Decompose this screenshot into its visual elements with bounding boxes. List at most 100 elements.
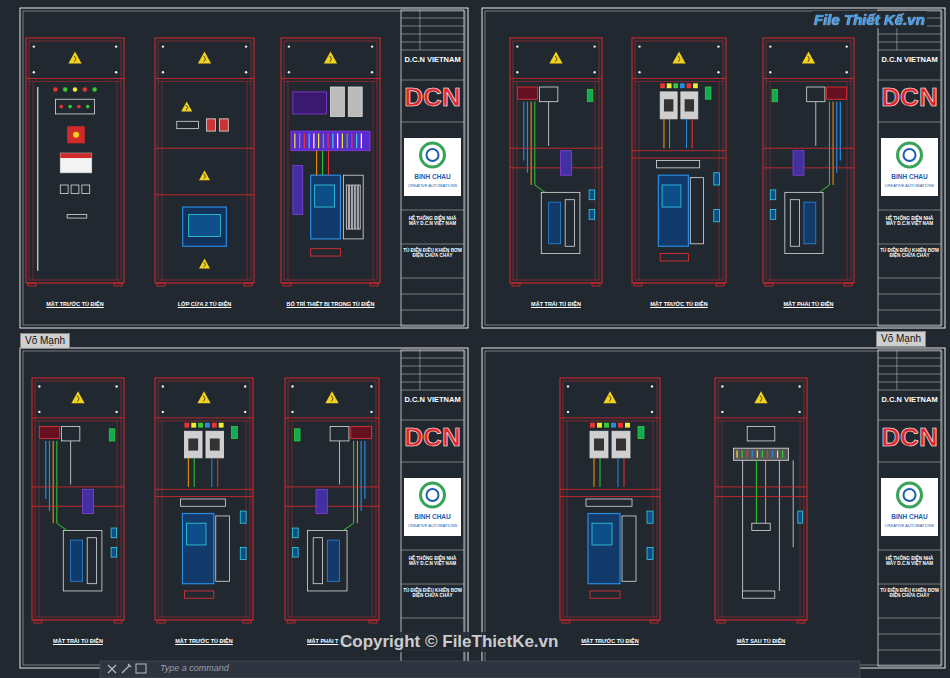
cabinet-line xyxy=(155,78,254,79)
indicator xyxy=(516,71,518,73)
title-text: HỆ THỐNG ĐIỆN NHÀ MÁY D.C.N VIỆT NAM xyxy=(880,216,939,227)
cabinet-part xyxy=(590,591,620,598)
cabinet-part xyxy=(718,381,804,617)
indicator xyxy=(73,132,79,138)
cabinet-drawing xyxy=(26,38,124,286)
cabinet-part xyxy=(351,426,372,438)
title-rule xyxy=(401,18,464,19)
cabinet-line xyxy=(560,496,660,497)
cabinet-part xyxy=(155,38,254,283)
cabinet-line xyxy=(342,134,343,149)
cabinet-part xyxy=(114,283,122,286)
cabinet-part xyxy=(157,283,165,286)
cabinet-line xyxy=(288,81,289,280)
cabinet-part xyxy=(844,283,852,286)
title-rule xyxy=(401,42,464,43)
cabinet-line xyxy=(517,81,518,280)
cabinet-part xyxy=(616,439,626,451)
cabinet-part xyxy=(763,38,854,283)
cabinet-part xyxy=(29,41,121,280)
cabinet-line xyxy=(523,102,524,161)
cabinet-line xyxy=(37,87,38,271)
warning-triangle xyxy=(603,391,616,403)
cabinet-part xyxy=(590,423,595,428)
cabinet-line xyxy=(510,167,602,168)
cabinet-line xyxy=(304,134,305,149)
title-rule xyxy=(401,278,464,279)
indicator xyxy=(244,385,246,387)
cabinet-line xyxy=(819,185,829,192)
title-rule xyxy=(878,374,941,375)
logo-core xyxy=(427,149,439,161)
cabinet-part xyxy=(772,89,777,101)
indicator xyxy=(717,45,719,47)
indicator xyxy=(370,385,372,387)
title-text: TỦ ĐIỆN ĐIỀU KHIỂN BƠM ĐIỆN CHỮA CHÁY xyxy=(880,588,939,599)
cabinet-line xyxy=(618,458,619,487)
cabinet-part xyxy=(155,378,253,620)
title-rule xyxy=(419,10,420,50)
cabinet-line xyxy=(292,421,293,617)
cabinet-view: BỐ TRÍ THIẾT BỊ TRONG TỦ ĐIỆN xyxy=(281,38,380,313)
cabinet-part xyxy=(594,439,604,451)
command-prompt: Type a command xyxy=(158,663,231,673)
cabinet-line xyxy=(32,417,124,418)
title-rule xyxy=(401,310,464,311)
author-tag: Võ Mạnh xyxy=(20,333,70,349)
cabinet-line xyxy=(742,451,743,458)
logo-panel xyxy=(881,138,938,196)
view-caption: MẶT TRƯỚC TỦ ĐIỆN xyxy=(581,638,639,644)
cabinet-part xyxy=(358,185,360,229)
lightning-mark xyxy=(204,56,206,62)
cabinet-part xyxy=(766,41,851,280)
cabinet-line xyxy=(535,185,545,192)
title-rule xyxy=(401,122,464,123)
cabinet-part xyxy=(287,620,295,623)
cabinet-part xyxy=(660,254,688,261)
cabinet-part xyxy=(549,202,561,244)
title-rule xyxy=(401,366,464,367)
indicator xyxy=(92,87,96,91)
cabinet-part xyxy=(638,426,644,438)
cabinet-part xyxy=(611,423,616,428)
indicator xyxy=(798,411,800,413)
cabinet-part xyxy=(109,429,115,441)
title-rule xyxy=(878,122,941,123)
cabinet-part xyxy=(330,426,349,441)
lightning-mark xyxy=(204,262,206,267)
cabinet-part xyxy=(717,620,725,623)
cabinet-line xyxy=(715,496,807,497)
cabinet-line xyxy=(332,134,333,149)
cabinet-line xyxy=(33,81,34,280)
cabinet-part xyxy=(747,426,775,441)
cabinet-line xyxy=(162,421,163,617)
title-rule xyxy=(878,618,941,619)
cabinet-line xyxy=(815,102,816,146)
cabinet-part xyxy=(83,489,94,513)
cabinet-line xyxy=(247,81,248,280)
title-rule xyxy=(878,244,941,245)
cabinet-line xyxy=(188,458,189,487)
cabinet-part xyxy=(34,620,42,623)
author-name: Võ Mạnh xyxy=(25,335,65,347)
cabinet-line xyxy=(766,81,851,82)
cabinet-part xyxy=(664,99,673,111)
cabinet-line xyxy=(211,458,212,487)
indicator xyxy=(798,385,800,387)
title-text: CREATIVE AUTOMATIONS xyxy=(880,524,939,529)
cabinet-part xyxy=(714,210,720,222)
warning-triangle xyxy=(325,391,338,403)
title-rule xyxy=(401,550,464,551)
indicator xyxy=(651,385,653,387)
cabinet-part xyxy=(281,38,380,283)
cabinet-part xyxy=(539,87,557,102)
title-text: BINH CHAU xyxy=(880,173,939,180)
view-caption: MẶT TRÁI TỦ ĐIỆN xyxy=(53,638,103,644)
cabinet-drawing xyxy=(281,38,380,286)
cabinet-line xyxy=(309,134,310,149)
cabinet-part xyxy=(687,83,692,88)
lightning-mark xyxy=(186,105,188,110)
cabinet-part xyxy=(114,620,122,623)
cabinet-view: MẶT TRƯỚC TỦ ĐIỆN xyxy=(632,38,726,313)
cabinet-view: MẶT TRƯỚC TỦ ĐIỆN xyxy=(155,378,253,650)
